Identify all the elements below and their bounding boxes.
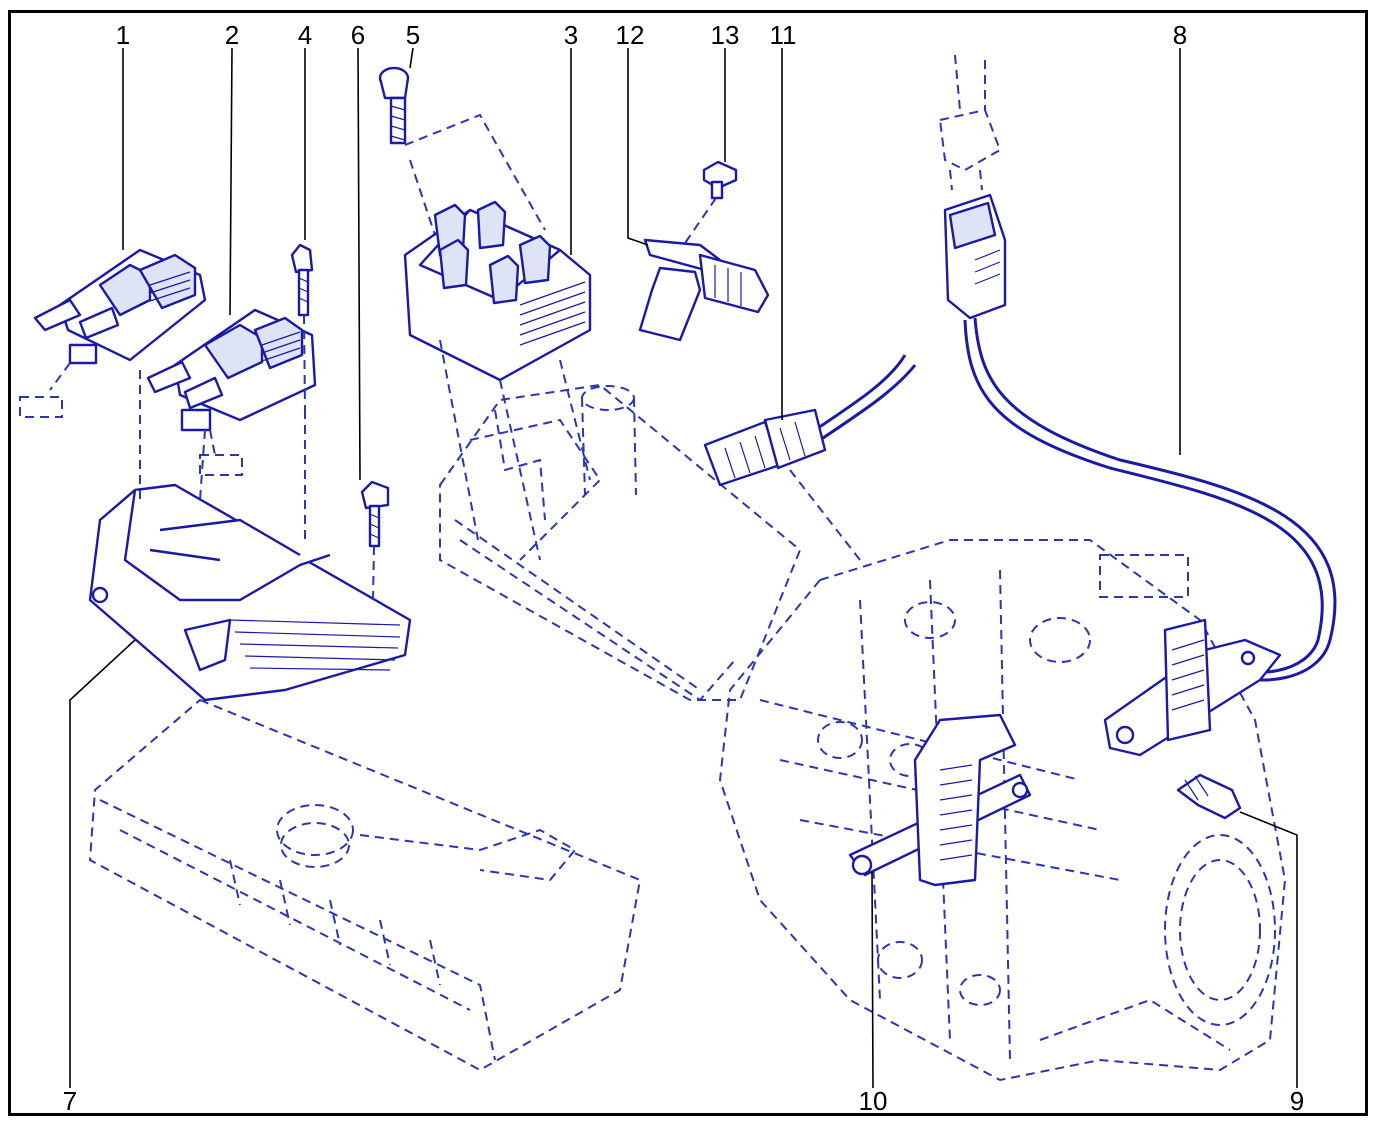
- ignition-coil-part-1: [33, 248, 207, 365]
- connector-dash-2: [209, 429, 216, 456]
- crank-sensor-part-9: [1103, 618, 1282, 820]
- coil-pack-part-3: [403, 200, 592, 382]
- screw-6-guide: [372, 545, 375, 601]
- coil-pack-guides: [439, 339, 591, 561]
- bolt-part-5: [378, 66, 410, 145]
- bolt-4-guide: [303, 314, 306, 411]
- coil-bracket-part-7: [88, 483, 412, 702]
- diagram-frame: [8, 10, 1368, 1116]
- callout-labels: 1 2 4 6 5 3 12 13 11 8 7 10 9: [63, 20, 1304, 1116]
- callout-1: 1: [116, 20, 130, 50]
- bolt-5-guide: [404, 113, 546, 231]
- callout-6: 6: [351, 20, 365, 50]
- cam-sensor-part-12: [638, 238, 770, 342]
- cylinder-head-outline: [88, 698, 642, 1072]
- screw-part-13: [702, 160, 738, 200]
- connector-dash-1: [49, 362, 71, 391]
- sensor-11-guide: [789, 469, 861, 561]
- mounting-plate-outline: [439, 383, 802, 702]
- callout-2: 2: [225, 20, 239, 50]
- sensor-bracket-part-10: [848, 713, 1032, 887]
- bolt-part-4: [290, 243, 314, 317]
- callout-12: 12: [616, 20, 645, 50]
- connector-hint-2: [199, 454, 243, 476]
- bracket-guides: [139, 370, 306, 540]
- screw-part-6: [360, 480, 390, 548]
- callout-8: 8: [1173, 20, 1187, 50]
- harness-part-8: [938, 54, 1337, 682]
- callout-13: 13: [711, 20, 740, 50]
- leader-lines: [69, 47, 1298, 1089]
- sensor-part-11: [703, 354, 917, 487]
- gearbox-outline: [718, 539, 1287, 1082]
- connector-hint-1: [19, 396, 63, 418]
- callout-9: 9: [1290, 1086, 1304, 1116]
- callout-4: 4: [298, 20, 312, 50]
- callout-7: 7: [63, 1086, 77, 1116]
- callout-11: 11: [770, 20, 797, 50]
- callout-5: 5: [406, 20, 420, 50]
- callout-10: 10: [859, 1086, 888, 1116]
- callout-3: 3: [564, 20, 578, 50]
- ignition-coil-part-2: [146, 308, 317, 432]
